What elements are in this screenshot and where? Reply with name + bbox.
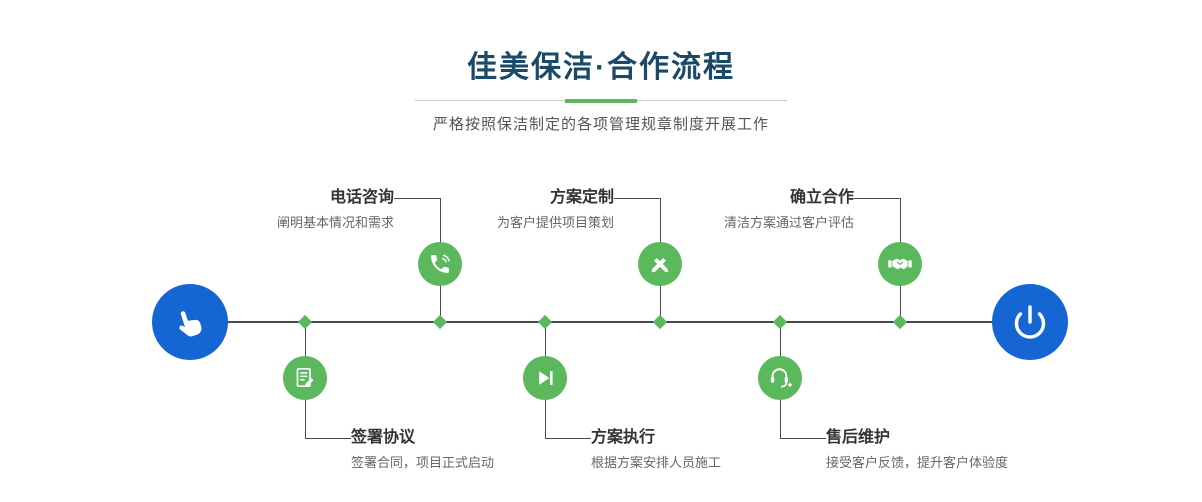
step-label: 售后维护 (826, 429, 891, 446)
step-node-establish-cooperation (878, 242, 922, 286)
step-node-plan-design (638, 242, 682, 286)
step-desc: 为客户提供项目策划 (496, 215, 614, 230)
step-desc: 清洁方案通过客户评估 (723, 215, 854, 230)
hand-pointer-icon (167, 299, 212, 344)
diamond-marker (432, 314, 448, 330)
phone-icon (428, 252, 452, 276)
connector-line (305, 438, 351, 439)
step-label: 签署协议 (351, 429, 416, 446)
support-icon (767, 365, 793, 391)
timeline-start-node (152, 284, 228, 360)
diamond-marker (892, 314, 908, 330)
step-desc: 阐明基本情况和需求 (276, 215, 394, 230)
step-block-sign-agreement: 签署协议 签署合同，项目正式启动 (351, 428, 611, 471)
connector-line (854, 198, 900, 199)
step-label: 方案执行 (591, 429, 656, 446)
execute-icon (533, 366, 557, 390)
step-node-phone-consult (418, 242, 462, 286)
step-desc: 接受客户反馈，提升客户体验度 (826, 455, 1009, 470)
step-label: 确立合作 (789, 189, 854, 206)
handshake-icon (887, 251, 913, 277)
power-icon (1012, 304, 1048, 340)
step-node-sign-agreement (283, 356, 327, 400)
timeline-end-node (992, 284, 1068, 360)
design-icon (648, 252, 672, 276)
diamond-marker (297, 314, 313, 330)
connector-line (780, 438, 826, 439)
step-node-after-sales (758, 356, 802, 400)
page-title: 佳美保洁·合作流程 (467, 51, 735, 84)
connector-line (614, 198, 660, 199)
diamond-marker (772, 314, 788, 330)
diamond-marker (537, 314, 553, 330)
connector-line (545, 438, 591, 439)
timeline-line (190, 321, 1030, 323)
step-node-plan-execution (523, 356, 567, 400)
step-desc: 根据方案安排人员施工 (591, 455, 722, 470)
contract-icon (293, 366, 317, 390)
step-block-plan-design: 方案定制 为客户提供项目策划 (394, 188, 614, 231)
connector-line (394, 198, 440, 199)
step-block-phone-consult: 电话咨询 阐明基本情况和需求 (174, 188, 394, 231)
diamond-marker (652, 314, 668, 330)
step-block-establish-cooperation: 确立合作 清洁方案通过客户评估 (634, 188, 854, 231)
page-subtitle: 严格按照保洁制定的各项管理规章制度开展工作 (432, 116, 769, 133)
step-block-plan-execution: 方案执行 根据方案安排人员施工 (591, 428, 851, 471)
step-label: 电话咨询 (329, 189, 394, 206)
step-desc: 签署合同，项目正式启动 (351, 455, 495, 470)
step-label: 方案定制 (549, 189, 614, 206)
title-divider-accent (565, 99, 637, 103)
step-block-after-sales: 售后维护 接受客户反馈，提升客户体验度 (826, 428, 1086, 471)
